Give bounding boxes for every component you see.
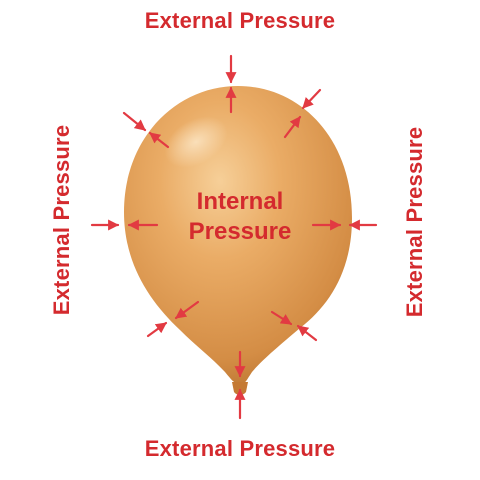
external-pressure-label-right: External Pressure: [402, 126, 427, 318]
arrow-lower-right: [296, 324, 318, 342]
arrow-lower-left-inner: [174, 300, 200, 320]
arrow-upper-right: [301, 88, 322, 110]
arrow-upper-left: [122, 111, 147, 132]
arrow-lower-right-inner: [270, 310, 293, 326]
external-pressure-label-top: External Pressure: [144, 8, 336, 33]
internal-pressure-label: Internal Pressure: [140, 187, 340, 247]
arrow-upper-left-inner: [148, 131, 170, 149]
external-pressure-label-left: External Pressure: [49, 124, 74, 316]
pressure-arrows: [90, 54, 378, 420]
external-pressure-label-bottom: External Pressure: [144, 436, 336, 461]
internal-pressure-line2: Pressure: [188, 218, 292, 245]
arrow-lower-left: [146, 321, 168, 338]
internal-pressure-line1: Internal: [196, 188, 284, 215]
balloon-highlight: [164, 116, 228, 168]
arrow-upper-right-inner: [283, 115, 302, 139]
